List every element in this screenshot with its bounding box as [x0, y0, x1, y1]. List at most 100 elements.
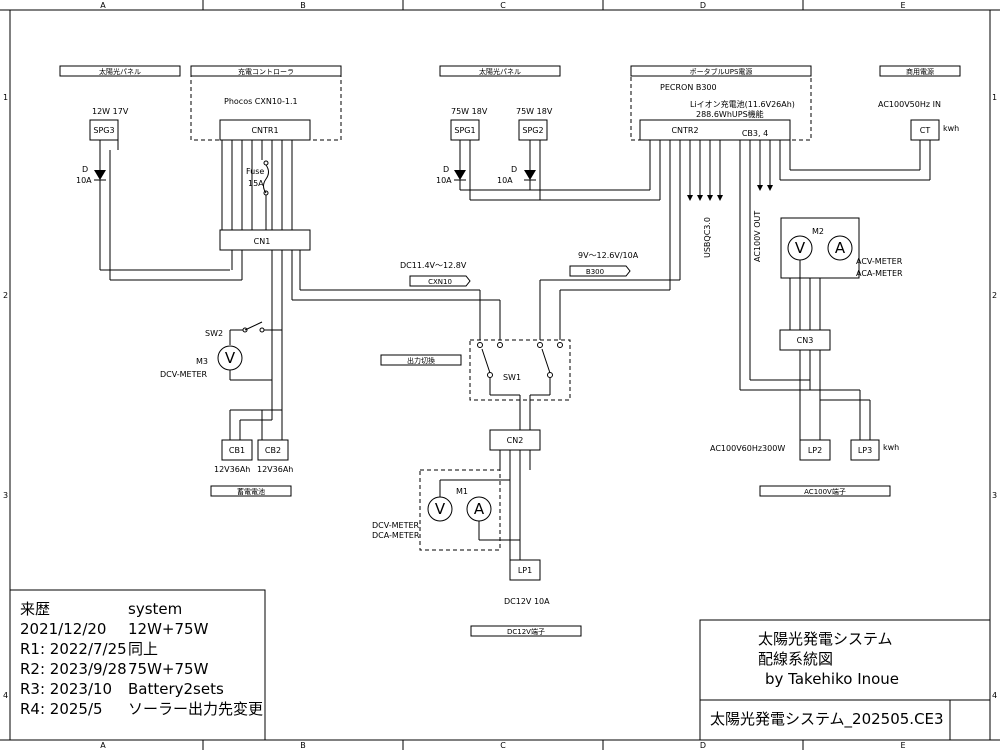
tag-cxn10: CXN10: [428, 278, 452, 286]
arrow-icon: [767, 185, 773, 191]
cb2-label: CB2: [265, 446, 281, 455]
lp2-load: [799, 439, 831, 461]
grid-row-4-right: 4: [992, 691, 997, 700]
history-rev: 2021/12/20: [20, 620, 106, 638]
diode-rating-2: 10A: [436, 176, 452, 185]
cb1-battery: [221, 439, 253, 461]
m2-a-symbol: A: [835, 239, 846, 257]
cn1-connector: [219, 229, 311, 251]
lp1-spec: DC12V 10A: [504, 597, 550, 606]
fuse-label: Fuse: [246, 167, 264, 176]
lp1-label: LP1: [518, 566, 532, 575]
sw1-enclosure: [469, 339, 571, 401]
m2-label: M2: [812, 227, 824, 236]
header-storage-battery: 蓄電電池: [237, 487, 265, 496]
header-solar-panel-2: 太陽光パネル: [479, 67, 521, 76]
diode-rating-3: 10A: [497, 176, 513, 185]
diode-label-3: D: [511, 165, 517, 174]
cn3-connector: [779, 329, 831, 351]
fuse-icon: [263, 164, 269, 194]
arrow-icon: [757, 185, 763, 191]
spg1-spec: 75W 18V: [451, 107, 488, 116]
cb2-battery: [257, 439, 289, 461]
cntr2-brand: PECRON B300: [660, 83, 717, 92]
m3-desc: DCV-METER: [160, 370, 208, 379]
usb-label: USBQC3.0: [703, 217, 712, 258]
sw1-label: SW1: [503, 373, 521, 382]
grid-col-b-bottom: B: [300, 741, 306, 750]
ct-unit: kwh: [943, 124, 959, 133]
grid-col-e-bottom: E: [900, 741, 905, 750]
cn3-label: CN3: [797, 336, 814, 345]
history-note: 12W+75W: [128, 620, 209, 638]
history-note: 同上: [128, 640, 158, 658]
arrow-icon: [697, 195, 703, 201]
grid-col-d-bottom: D: [700, 741, 706, 750]
title-author: by Takehiko Inoue: [765, 670, 899, 688]
grid-col-e: E: [900, 1, 905, 10]
tag-b300: B300: [586, 268, 604, 276]
history-box: [9, 589, 266, 741]
cntr2-box: [639, 119, 791, 141]
ct-label: CT: [920, 126, 931, 135]
history-rev: R1: 2022/7/25: [20, 640, 127, 658]
spg2-panel: [518, 119, 548, 141]
sw2-label: SW2: [205, 329, 223, 338]
grid-col-a-bottom: A: [100, 741, 106, 750]
m1-enclosure: [419, 469, 501, 551]
grid-col-a: A: [100, 1, 106, 10]
grid-row-2: 2: [3, 291, 8, 300]
cntr2-spec1: Liイオン充電池(11.6V26Ah): [690, 99, 795, 109]
lp3-label: LP3: [858, 446, 872, 455]
grid-col-b: B: [300, 1, 306, 10]
m1-a-symbol: A: [474, 500, 485, 518]
header-ac100v-terminal: AC100V端子: [804, 487, 846, 496]
dc-range: DC11.4V～12.8V: [400, 261, 467, 270]
b300-range: 9V～12.6V/10A: [578, 251, 639, 260]
diode-rating-1: 10A: [76, 176, 92, 185]
history-title: 来歴: [20, 600, 50, 618]
cb2-spec: 12V36Ah: [257, 465, 293, 474]
lp3-unit: kwh: [883, 443, 899, 452]
ct-meter: [910, 119, 940, 141]
m3-symbol: V: [225, 349, 236, 367]
sw1-pole-2[interactable]: [541, 348, 551, 374]
m1-desc1: DCV-METER: [372, 521, 420, 530]
title-line-1: 太陽光発電システム: [758, 630, 893, 648]
cn1-label: CN1: [254, 237, 271, 246]
lp2-label: LP2: [808, 446, 822, 455]
grid-col-c-bottom: C: [500, 741, 506, 750]
cn2-label: CN2: [507, 436, 524, 445]
grid-row-2-right: 2: [992, 291, 997, 300]
grid-row-3-right: 3: [992, 491, 997, 500]
m1-desc2: DCA-METER: [372, 531, 420, 540]
history-rev: R4: 2025/5: [20, 700, 103, 718]
m3-label: M3: [196, 357, 208, 366]
m2-desc1: ACV-METER: [856, 257, 903, 266]
spg1-panel: [450, 119, 480, 141]
grid-row-1: 1: [3, 93, 8, 102]
title-line-2: 配線系統図: [758, 650, 833, 668]
header-portable-ups: ポータブルUPS電源: [690, 67, 753, 76]
grid-row-1-right: 1: [992, 93, 997, 102]
diode-label-2: D: [443, 165, 449, 174]
cntr1-box: [219, 119, 311, 141]
spg3-panel: [89, 119, 119, 141]
grid-row-4: 4: [3, 691, 8, 700]
header-solar-panel-1: 太陽光パネル: [99, 67, 141, 76]
history-note: 75W+75W: [128, 660, 209, 678]
header-output-switch: 出力切換: [407, 356, 435, 365]
title-block: [699, 619, 991, 741]
cntr1-label: CNTR1: [251, 126, 278, 135]
cb1-label: CB1: [229, 446, 245, 455]
sw1-pole-1[interactable]: [481, 348, 491, 374]
ct-spec: AC100V50Hz IN: [878, 100, 941, 109]
m1-label: M1: [456, 487, 468, 496]
spg1-label: SPG1: [454, 126, 475, 135]
diode-label-1: D: [82, 165, 88, 174]
cb1-spec: 12V36Ah: [214, 465, 250, 474]
sw2-switch[interactable]: [244, 321, 263, 331]
m2-v-symbol: V: [795, 239, 806, 257]
lp2-spec: AC100V60Hz300W: [710, 444, 785, 453]
